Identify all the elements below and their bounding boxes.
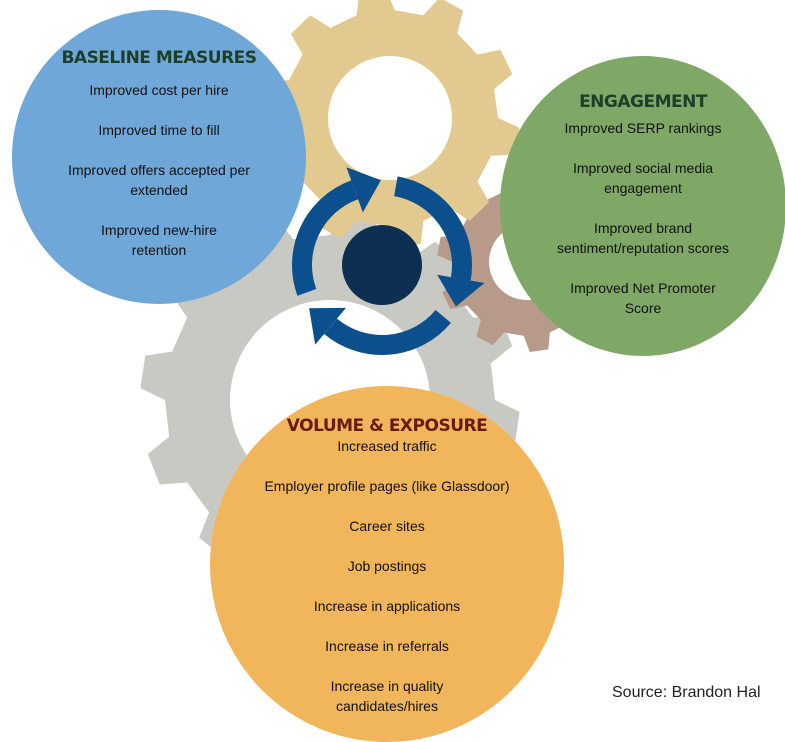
engagement-title: ENGAGEMENT	[579, 92, 707, 112]
engagement-item: Improved social media engagement	[572, 160, 714, 196]
engagement-circle: ENGAGEMENT Improved SERP rankings Improv…	[500, 56, 785, 356]
engagement-item: Improved SERP rankings	[564, 120, 722, 136]
engagement-item: Improved brand sentiment/reputation scor…	[557, 220, 729, 256]
volume-item: Increased traffic	[337, 438, 437, 454]
baseline-item: Improved new-hire retention	[101, 222, 217, 258]
baseline-item: Improved offers accepted per extended	[68, 162, 250, 198]
volume-item: Employer profile pages (like Glassdoor)	[264, 478, 510, 494]
volume-item: Increase in quality candidates/hires	[330, 678, 444, 714]
source-caption: Source: Brandon Hal	[612, 684, 761, 701]
volume-item: Job postings	[347, 558, 427, 574]
gear-icon	[260, 0, 520, 248]
baseline-title: BASELINE MEASURES	[61, 48, 257, 68]
baseline-item: Improved time to fill	[98, 122, 220, 138]
cycle-arrows-icon	[292, 167, 485, 355]
volume-title: VOLUME & EXPOSURE	[286, 416, 488, 436]
center-hub	[342, 225, 422, 305]
baseline-measures-circle: BASELINE MEASURES Improved cost per hire…	[12, 10, 306, 304]
volume-item: Increase in referrals	[325, 638, 449, 654]
engagement-item: Improved Net Promoter Score	[570, 280, 716, 316]
volume-item: Career sites	[349, 518, 425, 534]
volume-exposure-circle: VOLUME & EXPOSURE Increased traffic Empl…	[210, 386, 564, 742]
volume-item: Increase in applications	[313, 598, 461, 614]
baseline-item: Improved cost per hire	[89, 82, 229, 98]
